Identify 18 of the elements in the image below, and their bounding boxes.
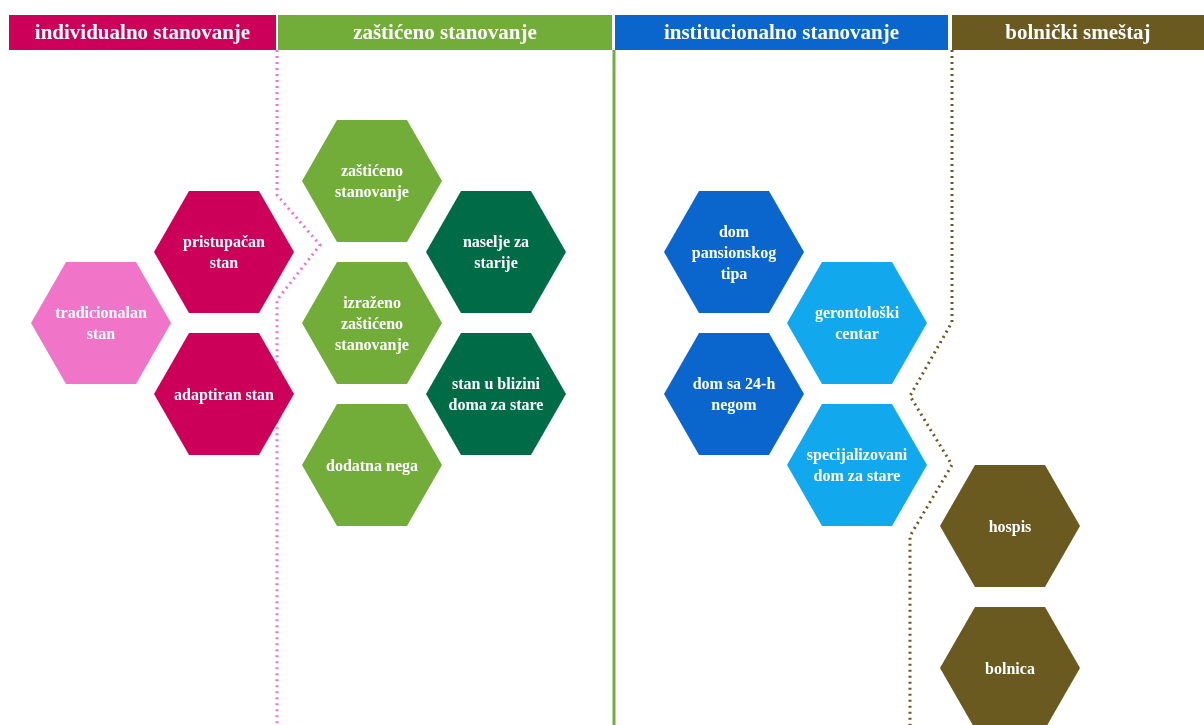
hexagon-label: adaptiran stan — [174, 384, 274, 405]
column-header: individualno stanovanje — [9, 15, 276, 50]
column-header: zaštićeno stanovanje — [278, 15, 612, 50]
hexagon-label: gerontološki centar — [813, 303, 901, 344]
hexagon-label: tradicionalan stan — [54, 303, 148, 344]
hexagon-label: zaštićeno stanovanje — [334, 161, 410, 202]
hexagon-label: dom sa 24-h negom — [691, 374, 777, 415]
column-header: institucionalno stanovanje — [615, 15, 948, 50]
hexagon-label: bolnica — [985, 658, 1035, 679]
column-header: bolnički smeštaj — [952, 15, 1204, 50]
hexagon-label: izraženo zaštićeno stanovanje — [334, 292, 410, 355]
hexagon-label: specijalizovani dom za stare — [805, 445, 909, 486]
hexagon-label: stan u blizini doma za stare — [447, 374, 545, 415]
hexagon-label: dodatna nega — [326, 455, 418, 476]
hexagon-label: pristupačan stan — [182, 232, 266, 273]
hexagon-label: dom pansionskog tipa — [690, 221, 778, 284]
hexagon-label: hospis — [988, 516, 1032, 537]
hexagon-label: naselje za starije — [461, 232, 531, 273]
